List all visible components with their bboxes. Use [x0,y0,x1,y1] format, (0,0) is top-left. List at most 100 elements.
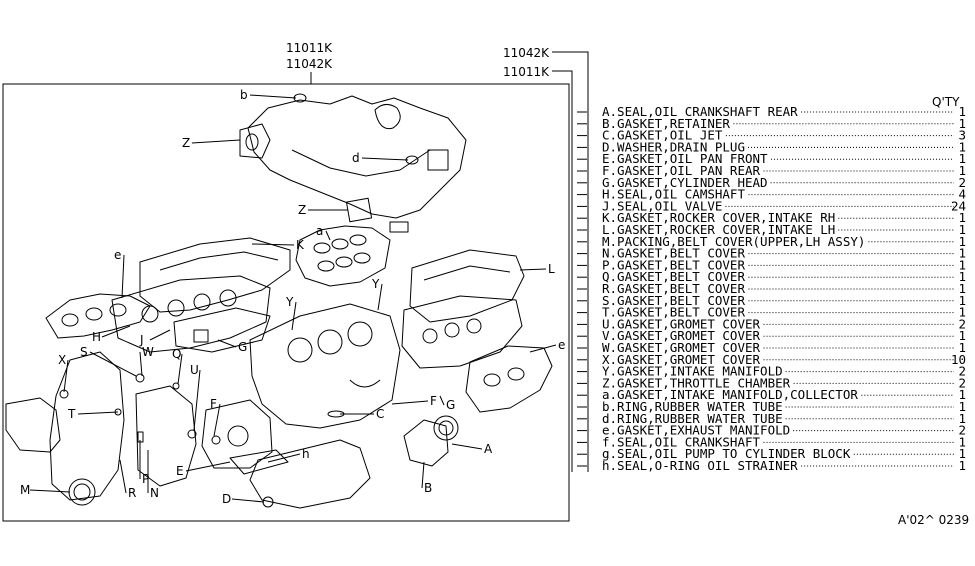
part-qty: 1 [958,305,966,320]
callout-label: d [352,151,360,165]
callout-leader-line [519,268,547,271]
part-qty: 1 [958,458,966,473]
part-qty: 2 [958,175,966,190]
callout-label: C [376,407,384,421]
callout-leader-line [89,351,137,377]
callout-G: G [439,395,455,412]
part-name: H.SEAL,OIL CAMSHAFT [602,187,745,202]
callout-label: Z [182,136,190,150]
part-name: F.GASKET,OIL PAN REAR [602,163,761,178]
diagram-frame [2,83,570,522]
callout-e: e [529,338,565,353]
kit-number-bracket-2: 11011K [503,65,550,79]
callout-leader-line [29,489,71,493]
callout-label: h [302,447,310,461]
part-qty: 1 [958,446,966,461]
callout-leader-line [177,353,183,385]
part-name: a.GASKET,INTAKE MANIFOLD,COLLECTOR [602,387,858,402]
callout-a: a [316,224,331,241]
part-name: X.GASKET,GROMET COVER [602,352,761,367]
callout-label: P [142,472,149,486]
callout-leader-line [231,498,265,503]
callout-label: F [430,394,437,408]
callout-A: A [451,442,493,456]
kit-number-bracket-1: 11042K [503,46,550,60]
callout-J: J [139,329,171,347]
callout-e: e [114,248,125,299]
callout-label: e [558,338,565,352]
parts-list-row: H.SEAL,OIL CAMSHAFT 4 [577,187,966,202]
callout-label: G [446,398,455,412]
callout-leader-line [529,344,557,353]
part-name: M.PACKING,BELT COVER(UPPER,LH ASSY) [602,234,865,249]
part-qty: 1 [958,269,966,284]
callout-Y: Y [285,295,297,331]
part-qty: 2 [958,364,966,379]
intake-collector [247,95,467,219]
part-qty: 1 [958,399,966,414]
part-name: f.SEAL,OIL CRANKSHAFT [602,434,761,449]
part-qty: 1 [958,104,966,119]
bracket-line-outer [552,51,589,472]
callout-leader-line [149,329,171,341]
part-name: K.GASKET,ROCKER COVER,INTAKE RH [602,210,835,225]
rocker-cover-rh [139,237,291,313]
part-qty: 1 [958,281,966,296]
callout-leader-line [421,461,425,489]
callout-label: Q [172,347,181,361]
callout-label: R [128,486,136,500]
callout-label: U [190,363,199,377]
kit-number-top-1: 11011K [286,41,333,55]
callout-Z: Z [298,203,348,217]
exhaust-manifold-left [45,293,151,339]
part-qty: 1 [958,163,966,178]
callout-F: F [391,394,437,408]
callout-F: F [210,397,221,437]
callout-leader-line [139,351,143,377]
callout-Q: Q [172,347,183,385]
callout-Y: Y [371,277,383,311]
callout-label: e [114,248,121,262]
callout-label: Z [298,203,306,217]
part-qty: 1 [958,340,966,355]
callout-label: H [92,330,101,344]
callout-leader-line [325,230,331,241]
kit-number-top-2: 11042K [286,57,333,71]
cylinder-block [249,303,401,429]
intake-manifold [295,225,391,287]
cylinder-head-rh [111,275,271,353]
callout-K: K [251,238,305,252]
part-name: V.GASKET,GROMET COVER [602,328,761,343]
callout-b: b [240,88,297,102]
cylinder-head-lh [401,295,523,369]
part-qty: 1 [958,293,966,308]
callout-label: D [222,492,231,506]
callout-leader-line [191,139,241,144]
callout-leader-line [249,94,297,99]
callout-G: G [217,339,247,354]
exhaust-manifold-right [465,345,553,413]
part-name: D.WASHER,DRAIN PLUG [602,139,745,154]
part-name: P.GASKET,BELT COVER [602,257,745,272]
part-qty: 1 [958,151,966,166]
bracket-line-inner [552,70,573,472]
part-qty: 2 [958,316,966,331]
callout-Z: Z [182,136,241,150]
callout-R: R [119,459,136,500]
part-qty: 4 [958,187,966,202]
callout-leader-line [217,339,237,348]
